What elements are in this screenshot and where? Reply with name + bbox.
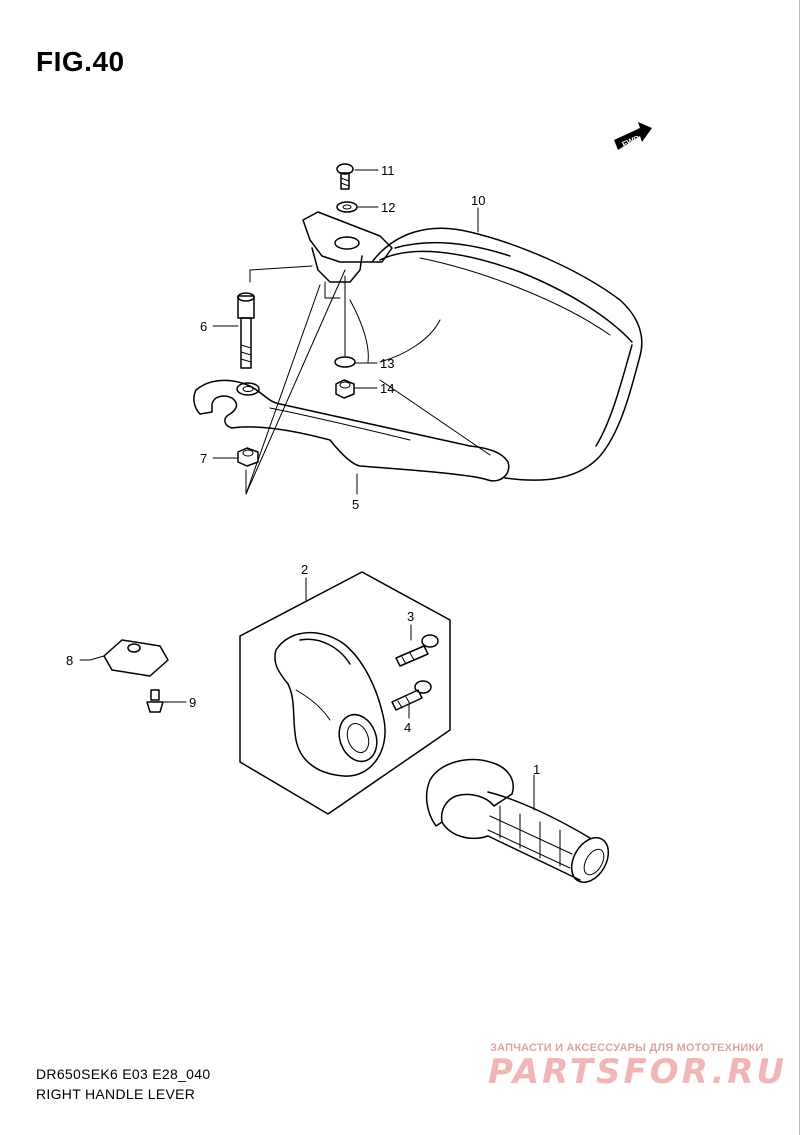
washer-13 [334, 356, 356, 368]
throttle-grip [425, 758, 610, 884]
watermark-logo: PARTSFOR.RU [488, 1052, 788, 1092]
callout-12: 12 [381, 200, 395, 215]
assembly-guide-lines-upper [245, 265, 491, 495]
callout-10: 10 [471, 193, 485, 208]
callout-numbers: 1 2 3 4 5 6 7 8 9 10 11 12 13 14 [66, 163, 540, 777]
callout-9: 9 [189, 695, 196, 710]
callout-14: 14 [380, 381, 394, 396]
callout-1: 1 [533, 762, 540, 777]
callout-13: 13 [380, 356, 394, 371]
model-code: DR650SEK6 E03 E28_040 [36, 1066, 211, 1082]
pivot-bolt-6 [237, 292, 255, 369]
callout-2: 2 [301, 562, 308, 577]
watermark-tagline: ЗАПЧАСТИ И АКСЕССУАРЫ ДЛЯ МОТОТЕХНИКИ [490, 1042, 764, 1054]
brake-lever [193, 379, 510, 482]
throttle-housing-assembly [239, 571, 451, 815]
screw-3 [395, 634, 439, 667]
brake-light-switch-8 [89, 639, 169, 677]
screw-4 [391, 680, 432, 711]
callout-7: 7 [200, 451, 207, 466]
washer-12 [336, 201, 358, 213]
screw-11 [336, 163, 354, 190]
hand-guard [349, 227, 643, 481]
callout-leaders [79, 169, 535, 811]
nut-7 [237, 447, 259, 467]
callout-11: 11 [381, 163, 395, 178]
figure-title: FIG.40 [36, 46, 125, 77]
callout-8: 8 [66, 653, 73, 668]
callout-3: 3 [407, 609, 414, 624]
callout-4: 4 [404, 720, 411, 735]
screw-9 [146, 689, 164, 713]
nut-14 [335, 379, 355, 399]
callout-5: 5 [352, 497, 359, 512]
forward-direction-arrow: FWD [614, 122, 652, 150]
section-name: RIGHT HANDLE LEVER [36, 1086, 196, 1102]
callout-6: 6 [200, 319, 207, 334]
